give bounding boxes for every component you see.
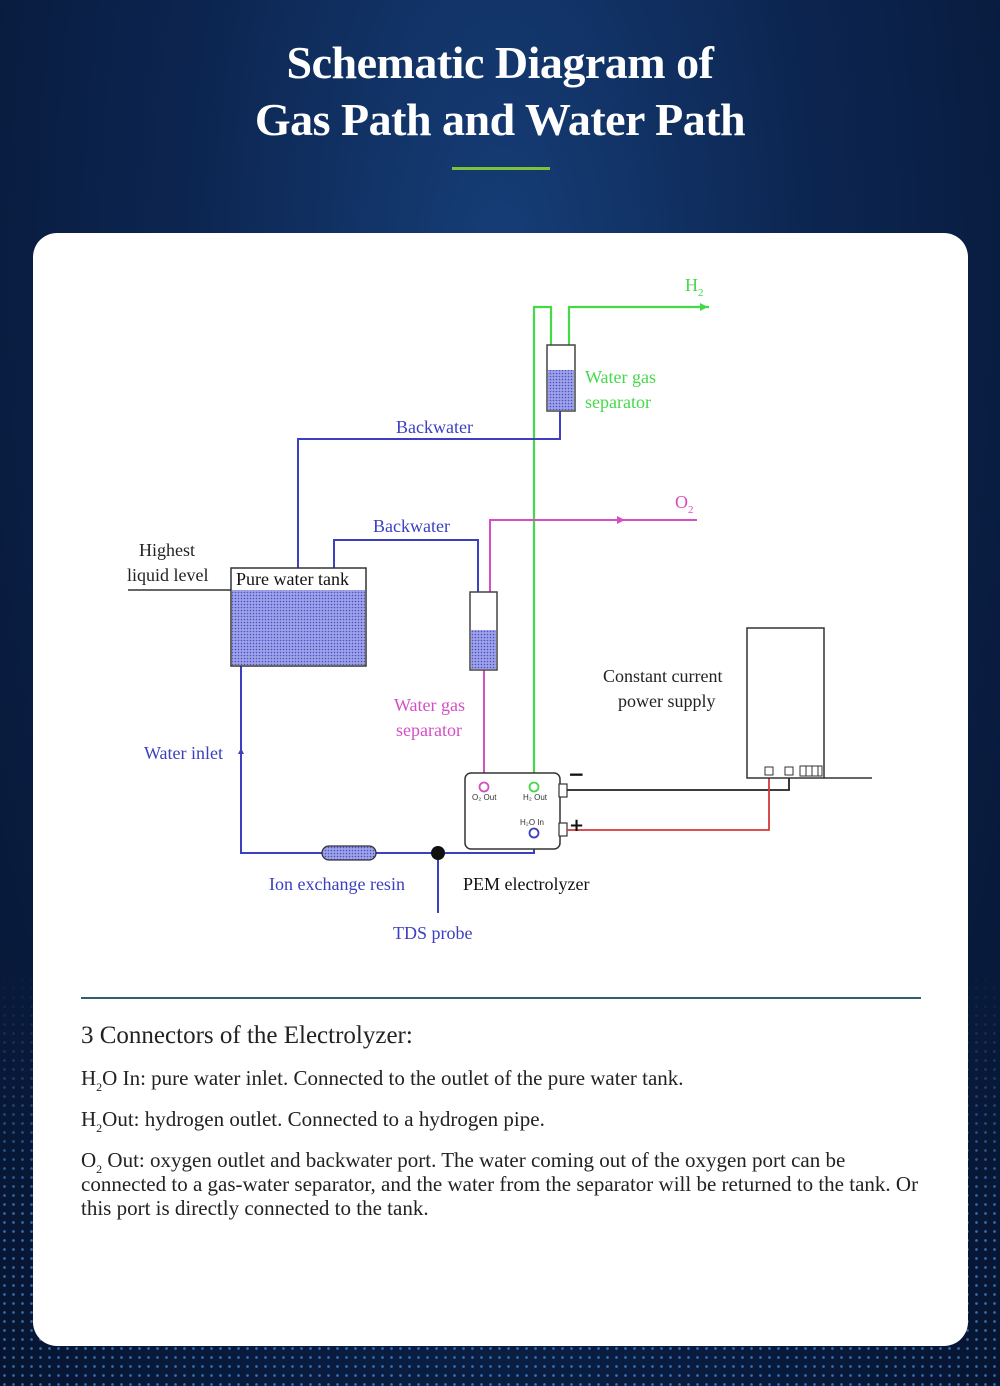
oxygen-flow-arrow [617, 516, 625, 524]
note-h2-out: H2Out: hydrogen outlet. Connected to a h… [81, 1107, 545, 1135]
notes-heading: 3 Connectors of the Electrolyzer: [81, 1022, 413, 1049]
section-divider [81, 997, 921, 999]
label-o2: O2 [675, 492, 694, 516]
page-title: Schematic Diagram of Gas Path and Water … [0, 34, 1000, 148]
water-gas-separator-o2 [469, 591, 498, 671]
label-o2-out-port: O₂ Out [472, 793, 497, 802]
label-pem-electrolyzer: PEM electrolyzer [463, 874, 589, 894]
label-tds-probe: TDS probe [393, 923, 473, 943]
backwater-top-pipe [297, 411, 561, 568]
label-ion-exchange-resin: Ion exchange resin [269, 874, 405, 894]
tds-probe-junction [431, 846, 445, 860]
label-water-gas-separator-h2-line-2: separator [585, 392, 651, 412]
label-highest-level-line-1: Highest [139, 540, 195, 560]
label-water-gas-separator-o2-line-1: Water gas [394, 695, 465, 715]
oxygen-path [483, 519, 697, 782]
label-h2: H2 [685, 275, 704, 299]
positive-terminal-sign: + [569, 815, 584, 836]
label-pure-water-tank: Pure water tank [236, 569, 349, 589]
backwater-mid-pipe [333, 539, 479, 592]
ion-exchange-resin [321, 845, 377, 861]
label-highest-level-line-2: liquid level [127, 565, 208, 585]
label-water-inlet: Water inlet [144, 743, 223, 763]
negative-terminal-sign: − [568, 762, 585, 786]
label-h2-out-port: H₂ Out [523, 793, 548, 802]
page-title-line-2: Gas Path and Water Path [254, 94, 746, 145]
label-power-supply-line-1: Constant current [603, 666, 722, 686]
label-backwater-top: Backwater [396, 417, 473, 437]
connector-notes: 3 Connectors of the Electrolyzer: H2O In… [81, 1022, 921, 1237]
note-h2o-in: H2O In: pure water inlet. Connected to t… [81, 1066, 684, 1094]
hydrogen-flow-arrow [700, 303, 708, 311]
label-water-gas-separator-h2-line-1: Water gas [585, 367, 656, 387]
pem-electrolyzer [464, 772, 568, 850]
pure-water-tank [128, 567, 367, 667]
note-o2-out: O2 Out: oxygen outlet and backwater port… [81, 1148, 919, 1220]
label-h2o-in-port: H₂O In [520, 818, 544, 827]
water-inlet-arrow [238, 748, 244, 754]
positive-wire [567, 772, 770, 831]
label-water-gas-separator-o2-line-2: separator [396, 720, 462, 740]
label-power-supply-line-2: power supply [618, 691, 716, 711]
water-gas-separator-h2 [546, 344, 576, 412]
hydrogen-path [532, 305, 709, 780]
label-backwater-mid: Backwater [373, 516, 450, 536]
page-title-line-1: Schematic Diagram of [286, 37, 714, 88]
title-underline [452, 167, 550, 170]
constant-current-power-supply [746, 627, 872, 779]
